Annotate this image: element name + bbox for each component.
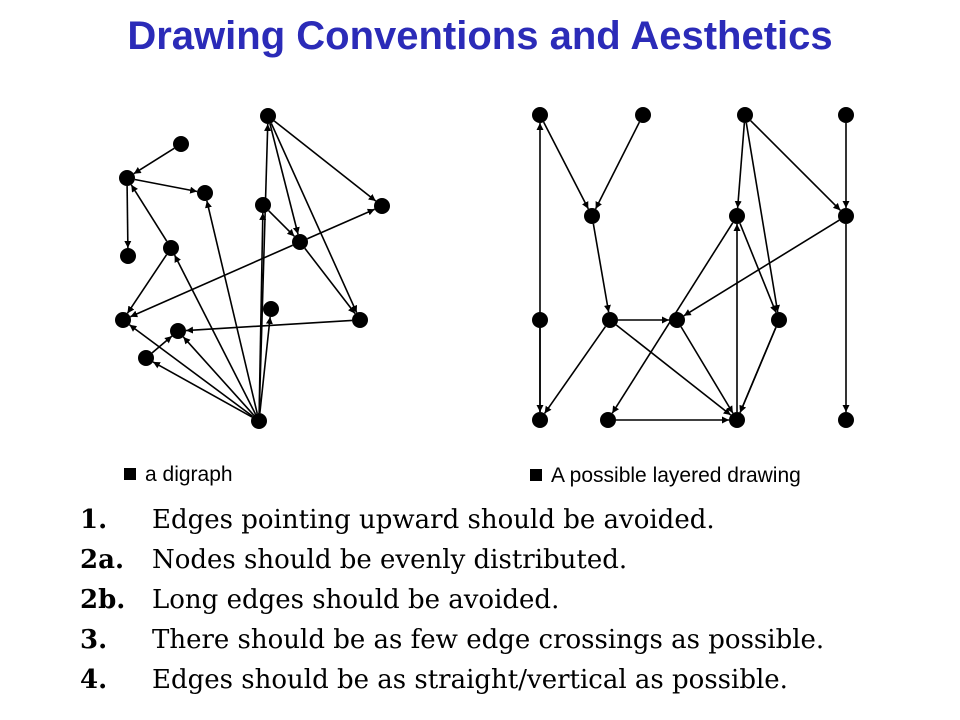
digraph-edge bbox=[185, 319, 353, 334]
square-bullet-icon bbox=[124, 468, 136, 480]
layered-edge bbox=[592, 223, 611, 313]
layered-node bbox=[771, 312, 787, 328]
digraph-edge bbox=[128, 324, 254, 417]
digraph-node bbox=[260, 108, 276, 124]
layered-edge bbox=[542, 121, 590, 210]
layered-edge bbox=[750, 120, 841, 211]
digraph-drawing bbox=[115, 108, 390, 429]
layered-node bbox=[838, 412, 854, 428]
layered-node bbox=[729, 208, 745, 224]
digraph-edge bbox=[258, 212, 267, 414]
layered-node bbox=[602, 312, 618, 328]
layered-edge bbox=[594, 121, 641, 210]
caption-layered-text: A possible layered drawing bbox=[551, 464, 801, 487]
digraph-edge bbox=[182, 336, 255, 416]
digraph-node bbox=[115, 312, 131, 328]
digraph-node bbox=[119, 170, 135, 186]
rule-number: 4. bbox=[80, 665, 108, 695]
layered-edge bbox=[543, 326, 607, 414]
rule-number: 3. bbox=[80, 625, 108, 655]
digraph-node bbox=[352, 312, 368, 328]
rule-text: Edges pointing upward should be avoided. bbox=[152, 505, 715, 535]
rule-text: There should be as few edge crossings as… bbox=[152, 625, 825, 655]
layered-node bbox=[584, 208, 600, 224]
layered-node bbox=[532, 107, 548, 123]
rule-item: 2b. Long edges should be avoided. bbox=[80, 580, 824, 620]
digraph-edge bbox=[273, 120, 377, 202]
layered-node bbox=[838, 107, 854, 123]
layered-node bbox=[532, 312, 548, 328]
digraph-edge bbox=[130, 184, 168, 242]
digraph-edge bbox=[173, 254, 257, 415]
rule-item: 4. Edges should be as straight/vertical a… bbox=[80, 660, 824, 700]
caption-digraph: a digraph bbox=[124, 463, 233, 487]
rule-item: 2a. Nodes should be evenly distributed. bbox=[80, 540, 824, 580]
layered-edge bbox=[683, 219, 840, 317]
rule-text: Edges should be as straight/vertical as … bbox=[152, 665, 788, 695]
layered-node bbox=[635, 107, 651, 123]
digraph-node bbox=[263, 301, 279, 317]
digraph-edge bbox=[269, 123, 300, 235]
digraph-edge bbox=[133, 147, 175, 175]
digraph-edge bbox=[126, 254, 168, 314]
layered-edge bbox=[739, 223, 777, 313]
layered-edge bbox=[745, 122, 780, 313]
layered-drawing bbox=[532, 107, 854, 428]
digraph-edge bbox=[268, 210, 295, 237]
layered-node bbox=[600, 412, 616, 428]
layered-edge bbox=[734, 122, 746, 209]
layered-node bbox=[669, 312, 685, 328]
digraph-node bbox=[197, 185, 213, 201]
digraph-node bbox=[292, 234, 308, 250]
layered-node bbox=[729, 412, 745, 428]
layered-node bbox=[532, 412, 548, 428]
digraph-node bbox=[173, 136, 189, 152]
digraph-edge bbox=[259, 316, 273, 414]
digraph-edge bbox=[129, 244, 294, 318]
rule-text: Nodes should be evenly distributed. bbox=[152, 545, 628, 575]
digraph-edge bbox=[304, 247, 356, 315]
digraph-node bbox=[120, 248, 136, 264]
rule-number: 1. bbox=[80, 505, 108, 535]
layered-node bbox=[737, 107, 753, 123]
layered-edge bbox=[680, 326, 734, 414]
digraph-node bbox=[163, 240, 179, 256]
digraph-node bbox=[170, 323, 186, 339]
caption-layered: A possible layered drawing bbox=[530, 464, 801, 488]
digraph-node bbox=[138, 350, 154, 366]
digraph-node bbox=[255, 197, 271, 213]
digraph-edge bbox=[152, 361, 253, 418]
layered-node bbox=[838, 208, 854, 224]
digraph-edge bbox=[134, 178, 198, 194]
digraph-edge bbox=[307, 208, 375, 240]
rule-number: 2b. bbox=[80, 585, 126, 615]
digraph-edge bbox=[151, 335, 173, 354]
digraph-edge bbox=[124, 185, 132, 249]
rule-item: 3. There should be as few edge crossings … bbox=[80, 620, 824, 660]
digraph-edge bbox=[270, 122, 358, 314]
digraph-node bbox=[251, 413, 267, 429]
digraph-node bbox=[374, 198, 390, 214]
layered-edge bbox=[739, 327, 777, 413]
caption-digraph-text: a digraph bbox=[145, 463, 233, 486]
rule-number: 2a. bbox=[80, 545, 124, 575]
slide-title: Drawing Conventions and Aesthetics bbox=[127, 14, 833, 58]
rule-text: Long edges should be avoided. bbox=[152, 585, 560, 615]
aesthetic-rules-list: 1. Edges pointing upward should be avoide… bbox=[80, 500, 824, 700]
rule-item: 1. Edges pointing upward should be avoide… bbox=[80, 500, 824, 540]
layered-edge bbox=[615, 324, 732, 416]
digraph-edge bbox=[205, 200, 258, 414]
square-bullet-icon bbox=[530, 469, 542, 481]
